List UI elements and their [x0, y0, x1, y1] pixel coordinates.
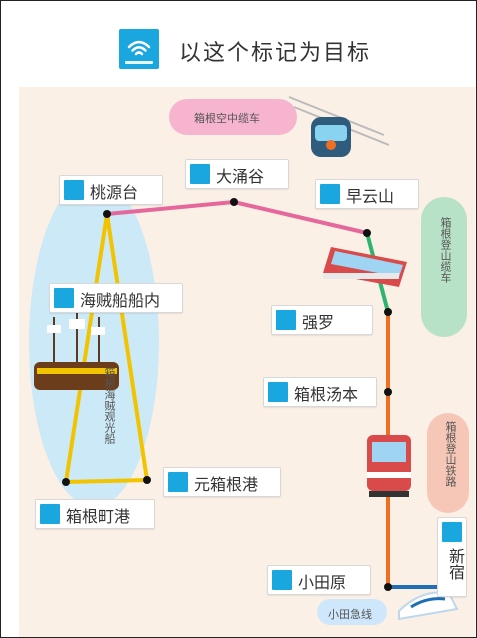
station-label: 桃源台 — [90, 183, 139, 202]
lake-shape — [29, 177, 159, 507]
ropeway-label: 箱根空中缆车 — [194, 112, 260, 125]
station-label: 早云山 — [346, 187, 395, 206]
station-shinjuku[interactable]: 新宿 — [437, 517, 467, 597]
cable-car-label: 箱根登山缆车 — [439, 217, 452, 283]
station-hakone-yumoto[interactable]: 箱根汤本 — [263, 377, 377, 407]
station-label: 小田原 — [298, 573, 347, 592]
station-dot-odawara — [384, 583, 392, 591]
railway-train-illustration — [367, 435, 411, 497]
station-wifi-icon — [54, 288, 74, 308]
station-label: 强罗 — [302, 313, 335, 332]
station-owakudani[interactable]: 大涌谷 — [185, 159, 289, 189]
station-label: 海贼船船内 — [80, 291, 161, 310]
route-map: 箱根空中缆车 箱根登山缆车 箱根海贼观光船 箱根登山铁路 小田急线 桃源台 大涌… — [19, 87, 475, 637]
station-pirate-ship-inside[interactable]: 海贼船船内 — [49, 283, 183, 313]
station-dot-hakone-yumoto — [384, 388, 392, 396]
station-wifi-icon — [320, 184, 340, 204]
header: 以这个标记为目标 — [1, 1, 476, 87]
station-odawara[interactable]: 小田原 — [267, 565, 371, 595]
station-taoyuandai[interactable]: 桃源台 — [59, 175, 163, 205]
cable-car-pill: 箱根登山缆车 — [421, 197, 467, 337]
station-wifi-icon — [190, 164, 210, 184]
pirate-ship-route — [64, 213, 149, 484]
pirate-ship-pill: 箱根海贼观光船 — [89, 367, 125, 517]
page-title: 以这个标记为目标 — [179, 41, 372, 66]
station-gora[interactable]: 强罗 — [271, 305, 373, 335]
station-label: 元箱根港 — [194, 475, 259, 494]
railway-label: 箱根登山铁路 — [444, 421, 457, 487]
wifi-icon — [125, 40, 153, 64]
station-dot-motohakone — [143, 476, 151, 484]
odakyu-train-illustration — [398, 591, 459, 621]
station-wifi-icon — [442, 522, 462, 542]
station-dot-hakone-machi — [62, 478, 70, 486]
station-wifi-icon — [168, 472, 188, 492]
ropeway-pill: 箱根空中缆车 — [169, 99, 297, 135]
station-motohakone[interactable]: 元箱根港 — [163, 467, 281, 497]
station-wifi-icon — [268, 382, 288, 402]
station-wifi-icon — [272, 570, 292, 590]
station-label: 箱根町港 — [66, 507, 131, 526]
station-hakone-machi[interactable]: 箱根町港 — [35, 499, 155, 529]
station-label: 箱根汤本 — [294, 385, 359, 404]
station-wifi-icon — [276, 310, 296, 330]
ropeway-gondola-illustration — [288, 96, 390, 157]
odakyu-label: 小田急线 — [328, 608, 372, 621]
station-wifi-icon — [40, 504, 60, 524]
wifi-badge — [119, 29, 159, 69]
cable-car-illustration — [323, 247, 407, 287]
station-dot-taoyuandai — [103, 210, 111, 218]
odakyu-pill: 小田急线 — [317, 599, 387, 625]
route-lines — [29, 96, 459, 621]
station-dot-owakudani — [230, 198, 238, 206]
station-label: 大涌谷 — [216, 167, 265, 186]
railway-pill: 箱根登山铁路 — [427, 413, 469, 513]
station-sounzan[interactable]: 早云山 — [315, 179, 419, 209]
pirate-ship-label: 箱根海贼观光船 — [103, 367, 116, 444]
station-wifi-icon — [64, 180, 84, 200]
pirate-ship-illustration — [34, 309, 119, 390]
station-dot-gora — [384, 308, 392, 316]
station-dot-sounzan — [363, 229, 371, 237]
station-label: 新宿 — [446, 548, 465, 580]
